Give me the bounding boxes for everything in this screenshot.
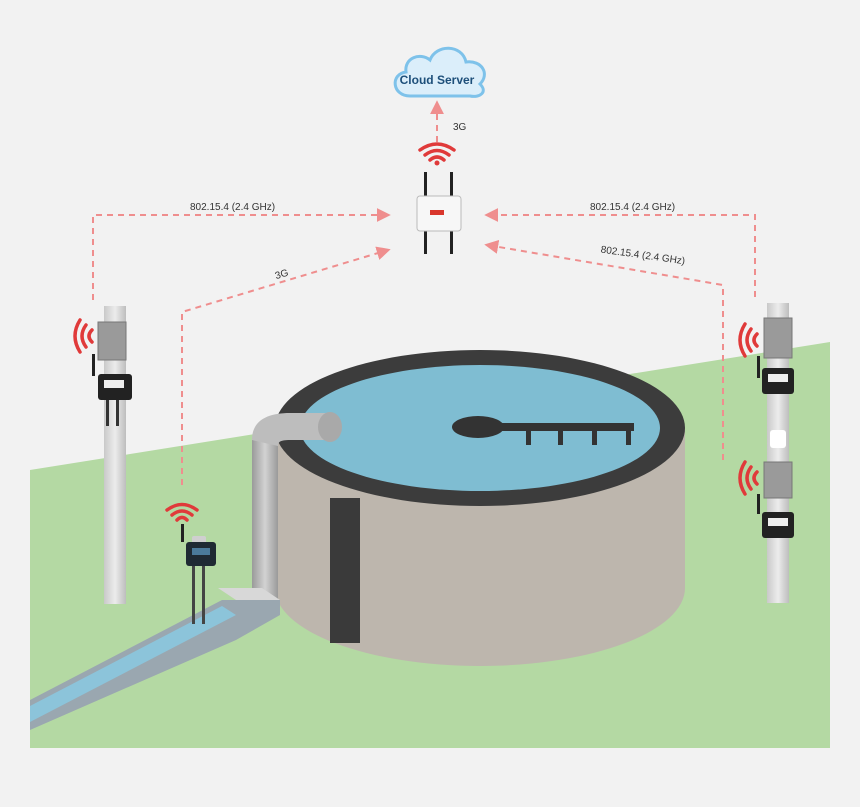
cloud-server-label: Cloud Server xyxy=(400,73,475,87)
wifi-signal-icon xyxy=(738,460,759,496)
link-right-upper-to-gateway xyxy=(484,208,756,297)
wifi-signal-icon xyxy=(738,322,759,358)
cloud-icon: Cloud Server xyxy=(393,46,486,98)
channel-sensor-unit xyxy=(165,502,216,624)
treatment-tank xyxy=(275,350,685,666)
label-right-lower-link: 802.15.4 (2.4 GHz) xyxy=(600,245,686,268)
communication-links xyxy=(92,100,756,485)
wireless-gateway-icon xyxy=(416,142,462,254)
solar-panel-icon xyxy=(763,461,793,499)
label-gateway-cloud-3g: 3G xyxy=(453,122,467,133)
link-left-pole-to-gateway xyxy=(92,208,391,300)
label-left-pole-link: 802.15.4 (2.4 GHz) xyxy=(190,202,275,213)
inlet-pipe xyxy=(252,412,342,606)
wifi-signal-icon xyxy=(418,142,456,162)
link-channel-sensor-to-gateway xyxy=(181,246,391,485)
wifi-signal-icon xyxy=(73,318,94,354)
wifi-signal-icon xyxy=(165,502,199,522)
clarifier-bridge xyxy=(452,416,634,445)
right-sensor-pole xyxy=(738,303,794,603)
label-channel-sensor-3g: 3G xyxy=(274,268,290,282)
water-channel xyxy=(30,588,280,730)
link-right-lower-to-gateway xyxy=(484,239,724,460)
label-right-upper-link: 802.15.4 (2.4 GHz) xyxy=(590,202,675,213)
solar-panel-icon xyxy=(763,317,793,359)
left-sensor-pole xyxy=(73,306,132,604)
solar-panel-icon xyxy=(97,321,127,361)
